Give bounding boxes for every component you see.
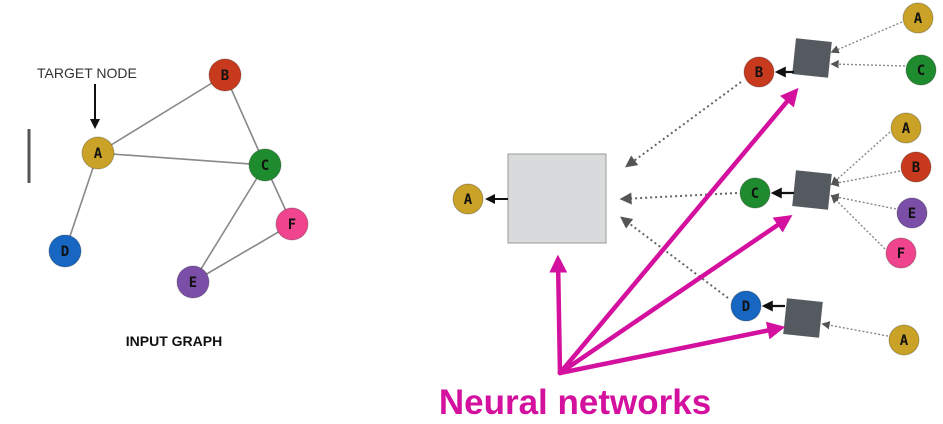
node-circle: [452, 183, 484, 215]
node-circle: [890, 112, 922, 144]
node-circle: [896, 197, 928, 229]
input-arrow-a-to-c: [830, 131, 891, 186]
neural-networks-caption: Neural networks: [439, 383, 711, 422]
input-arrow-c-to-b: [830, 59, 906, 69]
node-label: C: [917, 63, 925, 79]
graph-edge-b-c: [224, 74, 266, 166]
node-circle: [900, 151, 932, 183]
node-label: A: [94, 146, 103, 162]
level2-node-b-for-c: B: [900, 151, 932, 183]
aggregator-box-c: [792, 170, 832, 210]
input-graph: A B C D E F TARGET NODE INPUT GRAPH: [27, 58, 309, 349]
node-circle: [888, 324, 920, 356]
node-circle: [743, 56, 775, 88]
dotted-arrow-b-to-root: [625, 81, 742, 168]
node-circle: [739, 177, 771, 209]
input-arrow-a-to-b: [830, 21, 903, 54]
computation-graph: A B A C C A B E F D A: [452, 2, 937, 376]
node-circle: [902, 2, 934, 34]
dotted-arrow-c-to-root: [619, 192, 738, 205]
node-label: E: [908, 206, 916, 222]
node-label: C: [261, 158, 269, 174]
node-label: A: [914, 11, 923, 27]
input-node-f: F: [275, 207, 309, 241]
node-circle: [885, 237, 917, 269]
node-label: B: [221, 68, 229, 84]
aggregator-box-b: [792, 38, 832, 78]
nn-arrow-b: [557, 87, 799, 376]
node-label: A: [902, 121, 911, 137]
node-circle: [176, 265, 210, 299]
node-label: A: [900, 333, 909, 349]
graph-edge-c-e: [192, 164, 266, 283]
node-circle: [275, 207, 309, 241]
graph-edge-a-d: [64, 152, 99, 252]
node-label: F: [288, 217, 296, 233]
input-node-c: C: [248, 148, 282, 182]
graph-edge-e-f: [192, 223, 293, 283]
root-node-a: A: [452, 183, 484, 215]
graph-edge-a-b: [97, 74, 226, 154]
node-label: D: [742, 299, 750, 315]
level1-node-c: C: [739, 177, 771, 209]
input-node-d: D: [48, 234, 82, 268]
input-node-e: E: [176, 265, 210, 299]
nn-arrow-root: [549, 254, 568, 376]
node-circle: [730, 290, 762, 322]
nn-arrow-d: [557, 321, 786, 376]
node-label: B: [755, 65, 763, 81]
level2-node-a-for-b: A: [902, 2, 934, 34]
level1-node-d: D: [730, 290, 762, 322]
level2-node-a-for-c: A: [890, 112, 922, 144]
target-node-label: TARGET NODE: [37, 65, 137, 81]
level2-node-e-for-c: E: [896, 197, 928, 229]
input-graph-caption: INPUT GRAPH: [126, 333, 222, 349]
node-circle: [48, 234, 82, 268]
node-label: F: [897, 246, 905, 262]
dotted-arrow-d-to-root: [620, 216, 729, 299]
input-arrow-e-to-c: [830, 193, 897, 210]
level2-node-a-for-d: A: [888, 324, 920, 356]
aggregator-box-d: [783, 298, 823, 338]
graph-edge-a-c: [97, 152, 266, 166]
nn-arrow-c: [557, 214, 793, 376]
node-circle: [905, 54, 937, 86]
node-circle: [208, 58, 242, 92]
input-graph-nodes: A B C D E F: [48, 58, 309, 299]
node-label: E: [189, 275, 197, 291]
level2-node-c-for-b: C: [905, 54, 937, 86]
node-label: C: [751, 186, 759, 202]
node-circle: [81, 136, 115, 170]
level2-node-f-for-c: F: [885, 237, 917, 269]
input-node-a: A: [81, 136, 115, 170]
input-arrow-b-to-c: [830, 170, 901, 187]
node-label: D: [61, 244, 69, 260]
node-label: A: [464, 192, 473, 208]
node-label: B: [912, 160, 920, 176]
input-arrow-f-to-c: [830, 194, 886, 250]
input-arrow-a-to-d: [821, 321, 889, 337]
input-node-b: B: [208, 58, 242, 92]
node-circle: [248, 148, 282, 182]
root-aggregator-box: [507, 153, 607, 244]
level1-node-b: B: [743, 56, 775, 88]
